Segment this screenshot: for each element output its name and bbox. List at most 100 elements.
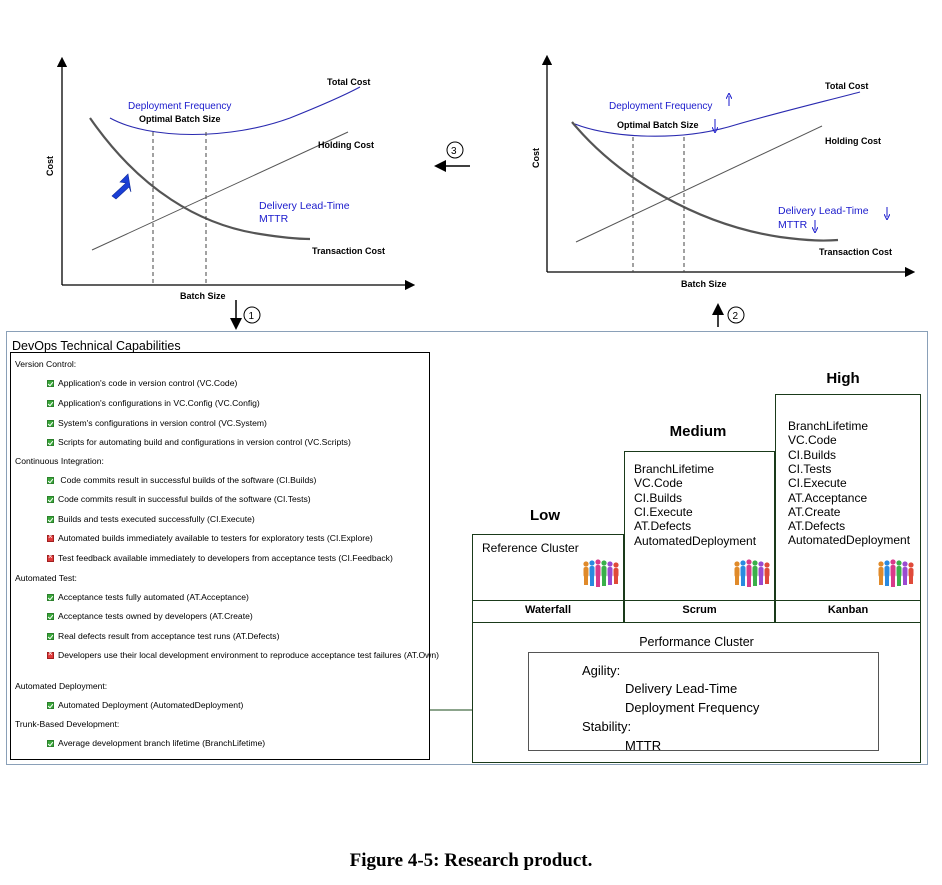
checkbox-checked-icon (47, 400, 54, 407)
capability-item: Real defects result from acceptance test… (47, 631, 279, 642)
capability-item: Average development branch lifetime (Bra… (47, 738, 265, 749)
capabilities-title: DevOps Technical Capabilities (12, 339, 181, 353)
capability-text: Code commits result in successful builds… (58, 494, 311, 504)
level-high: High (826, 370, 860, 387)
blue-down-left-arrow-icon (111, 173, 132, 200)
figure-caption: Figure 4-5: Research product. (349, 850, 593, 871)
capability-text: Automated Deployment (AutomatedDeploymen… (58, 700, 244, 710)
checkbox-checked-icon (47, 496, 54, 503)
reference-cluster-label: Reference Cluster (482, 541, 579, 555)
cluster-capability-item: AT.Acceptance (788, 490, 868, 505)
right-deployment-frequency-label: Deployment Frequency (609, 101, 712, 112)
cluster-capability-item: VC.Code (634, 476, 683, 491)
checkbox-checked-icon (47, 477, 54, 484)
people-group-icon (878, 559, 914, 587)
right-batch-size-label: Batch Size (681, 279, 727, 289)
left-optimal-batch-label: Optimal Batch Size (139, 114, 221, 124)
cluster-capability-item: CI.Execute (788, 476, 847, 491)
capability-item: Developers use their local development e… (47, 649, 445, 661)
cluster-capability-item: VC.Code (788, 433, 837, 448)
scrum-label: Scrum (682, 604, 717, 616)
capability-item: Builds and tests executed successfully (… (47, 514, 255, 525)
people-group-icon (734, 559, 770, 587)
left-deployment-frequency-label: Deployment Frequency (128, 101, 231, 112)
capability-text: Average development branch lifetime (Bra… (58, 738, 266, 748)
level-low: Low (530, 507, 560, 524)
delivery-lead-time-label: Delivery Lead-Time (625, 681, 738, 696)
capability-group-header: Trunk-Based Development: (15, 719, 120, 729)
checkbox-failed-icon (47, 552, 54, 562)
cluster-capability-item: CI.Builds (634, 490, 683, 505)
capability-item: Automated Deployment (AutomatedDeploymen… (47, 700, 243, 711)
stability-label: Stability: (582, 719, 632, 734)
high-cluster-box (775, 394, 921, 601)
capability-group-header: Automated Deployment: (15, 681, 108, 691)
cluster-capability-item: CI.Tests (788, 461, 832, 476)
cluster-capability-item: AT.Defects (634, 519, 692, 534)
capability-text: Application's configurations in VC.Confi… (58, 398, 260, 408)
left-transaction-cost-curve (89, 117, 311, 241)
right-cost-label: Cost (531, 148, 541, 168)
capability-item: Code commits result in successful builds… (47, 475, 316, 486)
capability-text: Test feedback available immediately to d… (58, 553, 393, 563)
checkbox-checked-icon (47, 613, 54, 620)
mttr-label: MTTR (625, 738, 662, 753)
checkbox-checked-icon (47, 516, 54, 523)
lower-frame (6, 331, 928, 765)
capability-text: Scripts for automating build and configu… (58, 437, 351, 447)
right-chart: Cost Batch Size Total Cost Holding Cost … (531, 54, 916, 289)
step-2-number: 2 (733, 311, 739, 322)
capability-group-header: Continuous Integration: (15, 456, 104, 466)
capability-text: System's configurations in version contr… (58, 418, 267, 428)
capability-item: Code commits result in successful builds… (47, 494, 311, 505)
deployment-frequency-label: Deployment Frequency (625, 700, 760, 715)
left-transaction-cost-label: Transaction Cost (312, 246, 385, 256)
level-medium: Medium (669, 423, 727, 440)
left-cost-label: Cost (45, 156, 55, 176)
capability-item: Scripts for automating build and configu… (47, 437, 351, 448)
cluster-capability-item: AT.Defects (788, 519, 846, 534)
capability-item: Application's code in version control (V… (47, 378, 237, 389)
checkbox-failed-icon (47, 649, 54, 659)
step-1-circle (243, 306, 261, 324)
step-2-circle (727, 306, 745, 324)
left-chart: Cost Batch Size Total Cost Holding Cost … (45, 56, 416, 301)
cluster-capability-item: BranchLifetime (788, 419, 869, 433)
step-1: 1 (230, 300, 261, 330)
cluster-capability-item: CI.Builds (788, 447, 837, 462)
step-3-number: 3 (451, 146, 457, 157)
performance-cluster-box (472, 622, 921, 763)
cluster-capability-item: AutomatedDeployment (788, 533, 911, 548)
right-transaction-cost-curve (571, 121, 839, 242)
cluster-capability-item: CI.Execute (634, 504, 693, 519)
checkbox-checked-icon (47, 740, 54, 747)
left-mttr-label: MTTR (259, 213, 289, 225)
capability-item: Acceptance tests fully automated (AT.Acc… (47, 592, 249, 603)
cluster-capability-item: AT.Create (788, 504, 841, 519)
waterfall-label: Waterfall (524, 604, 572, 616)
checkbox-checked-icon (47, 594, 54, 601)
checkbox-checked-icon (47, 439, 54, 446)
left-total-cost-curve (109, 86, 361, 136)
cluster-capability-item: BranchLifetime (634, 462, 715, 476)
capability-text: Acceptance tests owned by developers (AT… (58, 611, 253, 621)
capability-text: Automated builds immediately available t… (58, 533, 373, 543)
capability-text: Acceptance tests fully automated (AT.Acc… (58, 592, 249, 602)
capability-group-header: Version Control: (15, 359, 77, 369)
capability-text: Application's code in version control (V… (58, 378, 238, 388)
agility-label: Agility: (582, 663, 621, 678)
step-3: 3 (434, 141, 470, 172)
capability-text: Builds and tests executed successfully (… (58, 514, 255, 524)
right-mttr-label: MTTR (778, 219, 808, 231)
capabilities-box (10, 352, 430, 760)
cluster-capability-item: AutomatedDeployment (634, 533, 757, 548)
right-transaction-cost-label: Transaction Cost (819, 247, 892, 257)
checkbox-checked-icon (47, 702, 54, 709)
capability-item: Test feedback available immediately to d… (47, 552, 393, 564)
checkbox-checked-icon (47, 420, 54, 427)
left-total-cost-label: Total Cost (327, 77, 370, 87)
right-optimal-batch-label: Optimal Batch Size (617, 120, 699, 130)
people-group-icon (583, 559, 619, 587)
kanban-label: Kanban (827, 604, 869, 616)
checkbox-checked-icon (47, 633, 54, 640)
